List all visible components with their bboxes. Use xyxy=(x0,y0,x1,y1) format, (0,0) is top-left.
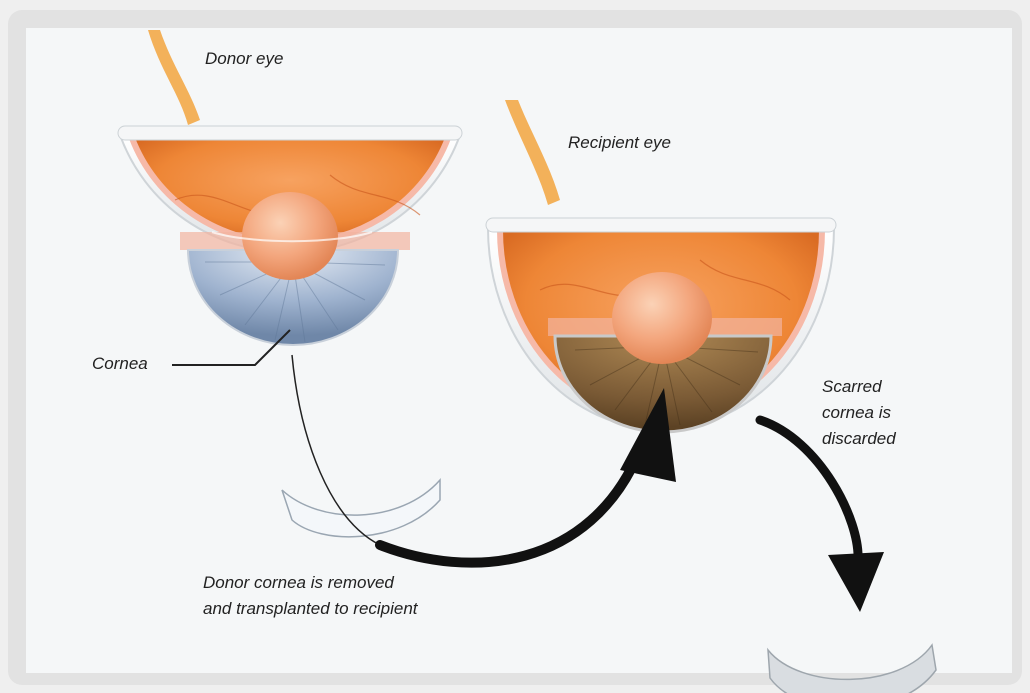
eye-rim xyxy=(486,218,836,232)
recipient-eye-label: Recipient eye xyxy=(568,132,671,154)
scarred-label-line1: Scarred xyxy=(822,376,882,398)
donor-removed-label-line1: Donor cornea is removed xyxy=(203,572,394,594)
donor-eye-label: Donor eye xyxy=(205,48,283,70)
donor-removed-label-line2: and transplanted to recipient xyxy=(203,598,418,620)
cornea-label: Cornea xyxy=(92,353,148,375)
eye-rim xyxy=(118,126,462,140)
optic-nerve-icon xyxy=(505,100,560,205)
lens-icon xyxy=(242,192,338,280)
donor-eye xyxy=(118,30,462,345)
scarred-label-line2: cornea is xyxy=(822,402,891,424)
lens-icon xyxy=(612,272,712,364)
discard-arrowhead xyxy=(828,552,884,612)
scarred-label-line3: discarded xyxy=(822,428,896,450)
donor-cornea-piece xyxy=(282,480,440,537)
scarred-cornea-piece xyxy=(768,645,936,693)
optic-nerve-icon xyxy=(148,30,200,125)
